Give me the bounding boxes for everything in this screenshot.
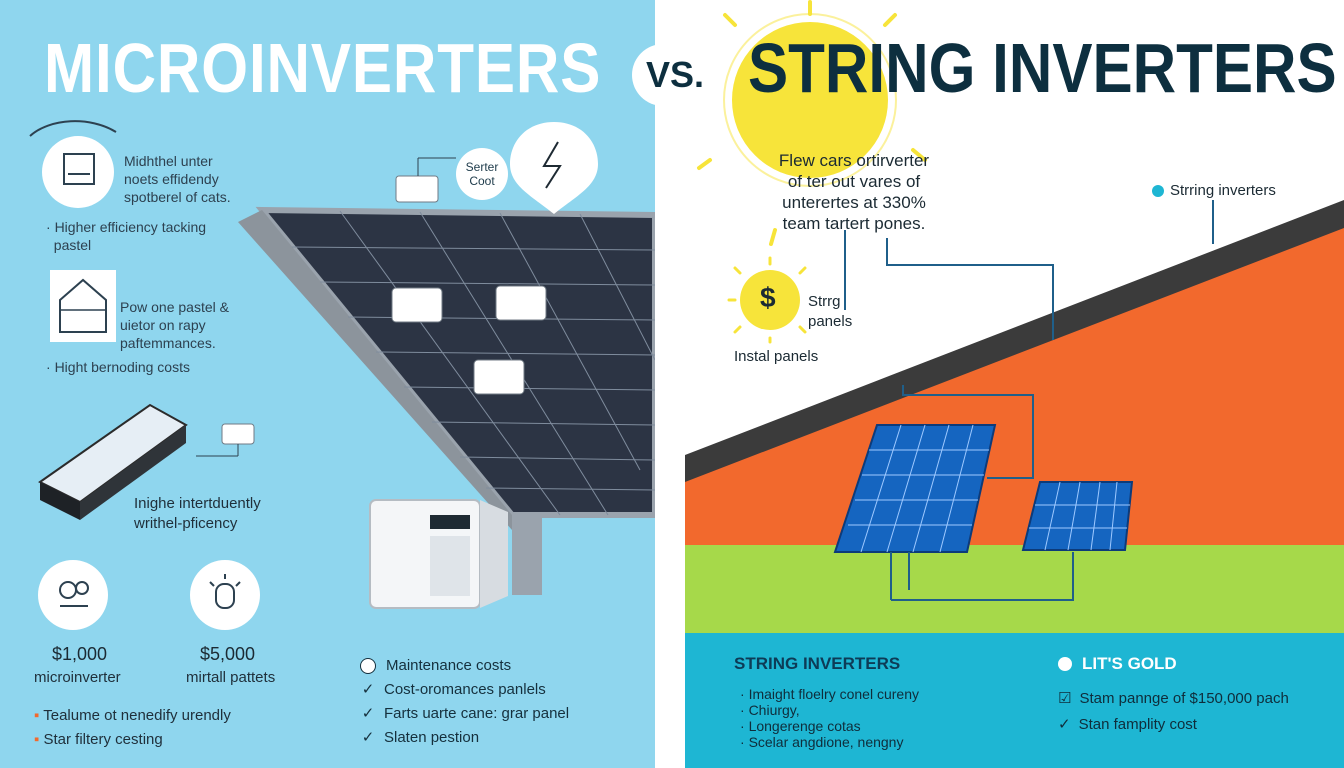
empty-circle-icon [360, 658, 376, 675]
vs-label: VS. [645, 54, 705, 95]
connector-icon [59, 581, 89, 607]
check-icon: ✓ [361, 705, 375, 722]
legend-dot-icon [1152, 184, 1164, 197]
calculator-icon [63, 153, 95, 185]
battery-caption: Inighe intertduently writhel-pficency [134, 494, 261, 534]
dollar-label-line-1: Strrg [808, 293, 841, 310]
left-checklist: Maintenance costs ✓Cost-oromances panlel… [360, 654, 569, 750]
battery-block [38, 403, 188, 520]
gold-title: LIT'S GOLD [1082, 654, 1177, 673]
check-box-icon: ☑ [1058, 690, 1072, 707]
box-bullets: · Imaight floelry conel cureny · Chiurgy… [740, 686, 919, 750]
callout-line-1: Serter [465, 160, 499, 174]
check-icon: ✓ [361, 729, 375, 746]
dollar-symbol: $ [760, 282, 776, 313]
dollar-label: Strrg panels [808, 292, 852, 332]
legend-string-inverters: Strring inverters [1152, 182, 1276, 199]
solar-array [238, 206, 655, 530]
bullet-1-line-1: Higher efficiency tacking [54, 219, 207, 235]
array-support-post [512, 515, 542, 595]
battery-caption-line-2: writhel-pficency [134, 515, 238, 532]
lightbulb-icon [209, 574, 241, 609]
sun-text-line-1: Flew cars ortirverter [778, 151, 930, 170]
cost-1-label: microinverter [34, 669, 121, 686]
microinverters-title: MICROINVERTERS [44, 29, 602, 107]
gold-items: ☑Stam pannge of $150,000 pach ✓Stan famp… [1058, 686, 1289, 738]
battery-caption-line-1: Inighe intertduently [134, 495, 261, 512]
microinverter-box-top [395, 175, 439, 203]
feature-1-circle [42, 136, 114, 208]
cost-2-circle [190, 560, 260, 630]
cost-2-price: $5,000 [200, 644, 256, 664]
bullet-2: · Hight bernoding costs [46, 359, 190, 375]
box-title: STRING INVERTERS [734, 654, 901, 673]
small-inverter-box [221, 423, 255, 445]
sun-text-line-3: unterertes at 330% [782, 193, 926, 212]
checklist-item-3: ✓Farts uarte cane: grar panel [360, 702, 569, 726]
vs-badge: VS. [632, 44, 718, 106]
roof-edge [685, 200, 1344, 482]
solar-panel-large [833, 424, 997, 553]
cost-1-circle [38, 560, 108, 630]
sun-text-line-2: of ter out vares of [787, 172, 921, 191]
feature-2-line-3: paftemmances. [120, 335, 216, 351]
microinverter-box-3 [473, 359, 525, 395]
dollar-label-line-2: panels [808, 313, 853, 330]
gold-item-2: ✓Stan famplity cost [1058, 716, 1197, 733]
check-icon: ✓ [361, 681, 375, 698]
sun-text-line-4: team tartert pones. [782, 214, 926, 233]
feature-2-text: Pow one pastel & uietor on rapy paftemma… [120, 298, 229, 352]
feature-2-line-1: Pow one pastel & [120, 299, 229, 315]
lightning-pin-icon [510, 122, 598, 214]
central-inverter-unit [369, 499, 508, 609]
gold-title-row: LIT'S GOLD [1058, 654, 1177, 674]
microinverter-box-1 [391, 287, 443, 323]
string-inverters-title: STRING INVERTERS [748, 29, 1337, 107]
cost-2-label: mirtall pattets [186, 669, 276, 686]
box-bullet-4: Scelar angdione, nengny [748, 734, 904, 750]
check-circle-icon: ✓ [1058, 716, 1071, 733]
box-bullet-1: Imaight floelry conel cureny [748, 686, 919, 702]
microinverter-box-2 [495, 285, 547, 321]
feature-1-text: Midhthel unter noets effidendy spotberel… [124, 152, 231, 206]
curved-arrow-icon [29, 120, 117, 137]
box-bullet-2: Chiurgy, [748, 702, 800, 718]
feature-1-line-1: Midhthel unter [124, 153, 213, 169]
bottom-bullets: ▪ Tealume ot nenedify urendly ▪ Star fil… [34, 706, 231, 750]
install-label: Instal panels [734, 348, 819, 365]
right-scene [685, 0, 1344, 768]
house-icon [50, 270, 116, 342]
feature-1-line-3: spotberel of cats. [124, 189, 231, 205]
checklist-item-2: ✓Cost-oromances panlels [360, 678, 569, 702]
bullet-1: · Higher efficiency tacking pastel [46, 219, 207, 253]
dollar-sun-icon [727, 256, 807, 344]
bottom-bullet-2: ▪ Star filtery cesting [34, 731, 163, 748]
checklist-item-4: ✓Slaten pestion [360, 726, 569, 750]
feature-2-line-2: uietor on rapy [120, 317, 206, 333]
grass-band [685, 545, 1344, 633]
box-bullet-3: Longerenge cotas [748, 718, 861, 734]
gold-dot-icon [1058, 657, 1072, 671]
legend-label: Strring inverters [1170, 182, 1276, 199]
bottom-bullet-1: ▪ Tealume ot nenedify urendly [34, 707, 231, 724]
cost-1-price: $1,000 [52, 644, 108, 664]
left-scene [29, 120, 655, 609]
solar-panel-small [1021, 481, 1134, 551]
checklist-item-1: Maintenance costs [360, 654, 569, 678]
callout-line-2: Coot [469, 174, 495, 188]
sun-text: Flew cars ortirverter of ter out vares o… [764, 150, 944, 234]
teal-info-box [685, 633, 1344, 768]
gold-item-1: ☑Stam pannge of $150,000 pach [1058, 690, 1289, 707]
bullet-2-text: Hight bernoding costs [54, 359, 190, 375]
feature-1-line-2: noets effidendy [124, 171, 219, 187]
roof [685, 210, 1344, 545]
callout-circle: Serter Coot [456, 148, 508, 200]
bullet-1-line-2: pastel [53, 237, 92, 253]
